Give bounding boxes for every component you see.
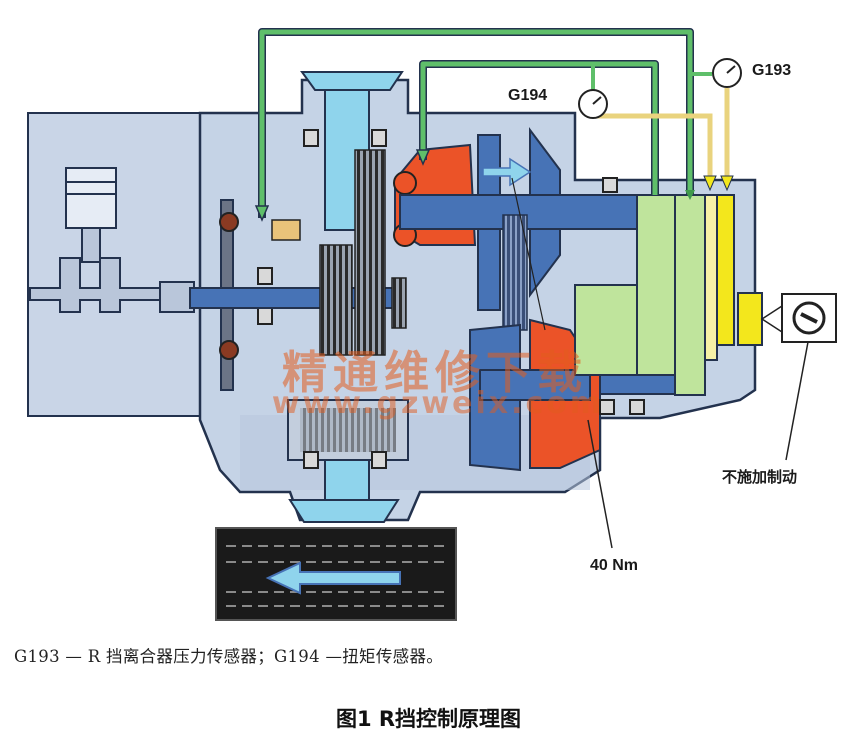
g193-label: G193 — [752, 62, 791, 79]
g194-label: G194 — [508, 87, 547, 104]
no-brake-label: 不施加制动 — [722, 468, 797, 486]
figure-title: 图1 R挡控制原理图 — [335, 707, 522, 731]
primary-pulley — [393, 127, 641, 331]
direction-arrow-icon — [265, 561, 401, 595]
brake-leader-line — [785, 341, 809, 461]
legend-caption: G193 — R 挡离合器压力传感器；G194 —扭矩传感器。 — [14, 647, 444, 666]
pressure-gauge-icon — [578, 58, 742, 119]
torque-leader-line — [587, 419, 613, 549]
sensor-lines — [590, 88, 730, 186]
flow-arrow-icon — [482, 157, 532, 187]
road-surface — [215, 527, 457, 621]
engine-block — [27, 112, 201, 417]
hydraulic-control-unit — [574, 177, 763, 396]
brake-pedal-icon — [760, 293, 837, 343]
torque-label: 40 Nm — [590, 557, 638, 574]
planetary-gear-set — [271, 149, 407, 356]
